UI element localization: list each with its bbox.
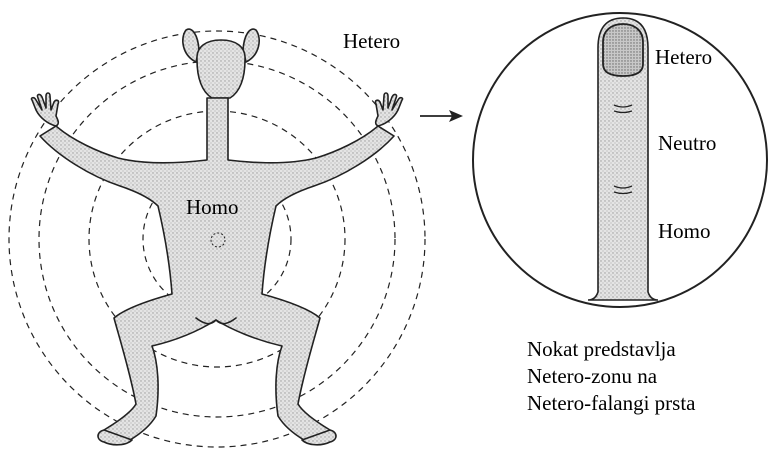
left-hand bbox=[31, 93, 58, 126]
caption-line-1: Nokat predstavlja bbox=[527, 336, 767, 363]
caption-line-2: Netero-zonu na bbox=[527, 363, 767, 390]
human-figure bbox=[31, 29, 402, 445]
finger-label-neutro: Neutro bbox=[658, 131, 716, 155]
finger bbox=[588, 18, 658, 300]
body bbox=[40, 98, 394, 441]
figure-label-homo: Homo bbox=[186, 195, 239, 219]
right-hand bbox=[375, 93, 402, 126]
fingernail bbox=[603, 24, 643, 76]
figure-label-hetero: Hetero bbox=[343, 29, 400, 53]
magnify-arrow bbox=[420, 110, 463, 122]
caption: Nokat predstavlja Netero-zonu na Netero-… bbox=[527, 336, 767, 417]
finger-label-homo: Homo bbox=[658, 219, 711, 243]
head bbox=[197, 40, 245, 98]
finger-label-hetero: Hetero bbox=[655, 45, 712, 69]
caption-line-3: Netero-falangi prsta bbox=[527, 390, 767, 417]
